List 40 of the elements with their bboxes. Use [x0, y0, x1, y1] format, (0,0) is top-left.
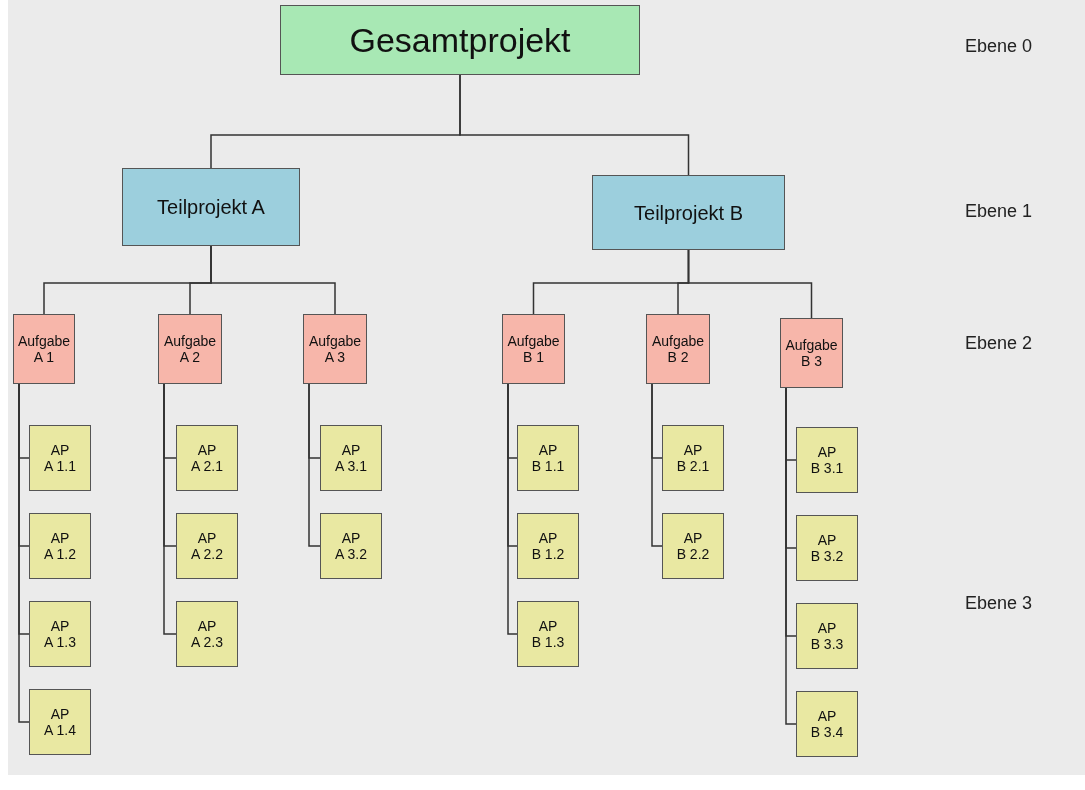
connector-line [507, 383, 518, 635]
connector-line [308, 383, 321, 547]
work-package-box: AP A 3.2 [320, 513, 382, 579]
work-package-box: AP A 1.2 [29, 513, 91, 579]
connector-line [687, 249, 813, 319]
level-label: Ebene 2 [965, 332, 1033, 355]
work-package-box: AP B 3.4 [796, 691, 858, 757]
work-package-box: AP A 2.3 [176, 601, 238, 667]
project-box: Gesamtprojekt [280, 5, 640, 75]
work-package-box: AP A 1.4 [29, 689, 91, 755]
work-package-box: AP A 1.1 [29, 425, 91, 491]
level-label: Ebene 0 [965, 35, 1033, 58]
work-package-box: AP B 1.1 [517, 425, 579, 491]
task-box: Aufgabe A 1 [13, 314, 75, 384]
work-package-box: AP B 3.3 [796, 603, 858, 669]
task-box: Aufgabe A 3 [303, 314, 367, 384]
connector-line [785, 387, 797, 725]
connector-line [18, 383, 30, 723]
level-label: Ebene 1 [965, 200, 1033, 223]
work-package-box: AP A 2.2 [176, 513, 238, 579]
work-package-box: AP A 3.1 [320, 425, 382, 491]
connector-line [163, 383, 177, 635]
work-package-box: AP B 1.3 [517, 601, 579, 667]
task-box: Aufgabe B 2 [646, 314, 710, 384]
task-box: Aufgabe A 2 [158, 314, 222, 384]
work-package-box: AP B 3.2 [796, 515, 858, 581]
work-package-box: AP A 1.3 [29, 601, 91, 667]
task-box: Aufgabe B 3 [780, 318, 843, 388]
subproject-box: Teilprojekt A [122, 168, 300, 246]
level-label: Ebene 3 [965, 592, 1033, 615]
work-package-box: AP B 3.1 [796, 427, 858, 493]
subproject-box: Teilprojekt B [592, 175, 785, 250]
work-package-box: AP B 2.1 [662, 425, 724, 491]
work-package-box: AP A 2.1 [176, 425, 238, 491]
connector-line [651, 383, 663, 547]
connector-line [459, 74, 690, 176]
work-package-box: AP B 2.2 [662, 513, 724, 579]
task-box: Aufgabe B 1 [502, 314, 565, 384]
work-package-box: AP B 1.2 [517, 513, 579, 579]
connector-line [210, 245, 336, 315]
